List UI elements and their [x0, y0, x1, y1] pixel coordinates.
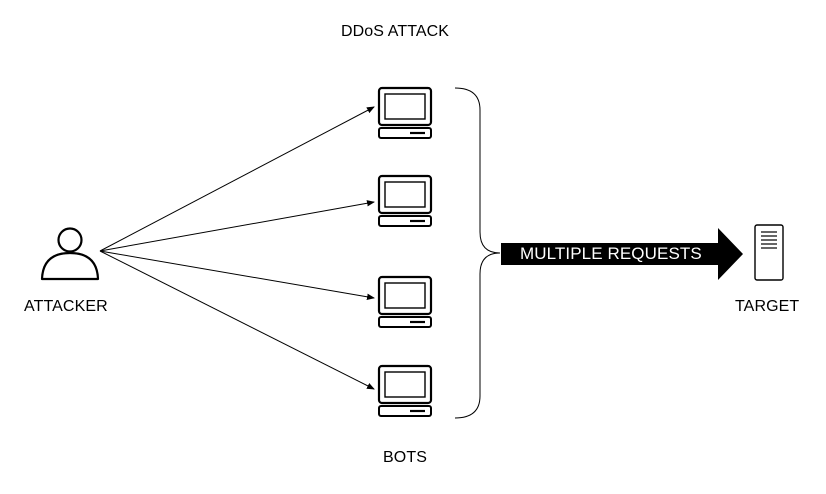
line-to-bot-1	[99, 106, 375, 252]
attacker-label: ATTACKER	[24, 298, 108, 315]
computer-icon	[377, 86, 433, 139]
attacker-to-bot-lines	[99, 106, 375, 390]
line-to-bot-4	[99, 250, 375, 390]
computer-icon	[377, 275, 433, 328]
multiple-requests-arrow	[501, 228, 743, 280]
line-to-bot-2	[99, 200, 375, 252]
bots-label: BOTS	[383, 449, 427, 466]
server-icon	[754, 224, 784, 281]
computer-icon	[377, 364, 433, 417]
multiple-requests-label: MULTIPLE REQUESTS	[520, 244, 702, 263]
computer-icon	[377, 174, 433, 227]
person-icon	[40, 227, 100, 281]
line-to-bot-3	[99, 250, 375, 300]
bots-brace	[454, 87, 501, 419]
target-label: TARGET	[735, 298, 800, 315]
diagram-title: DDoS ATTACK	[341, 23, 450, 40]
